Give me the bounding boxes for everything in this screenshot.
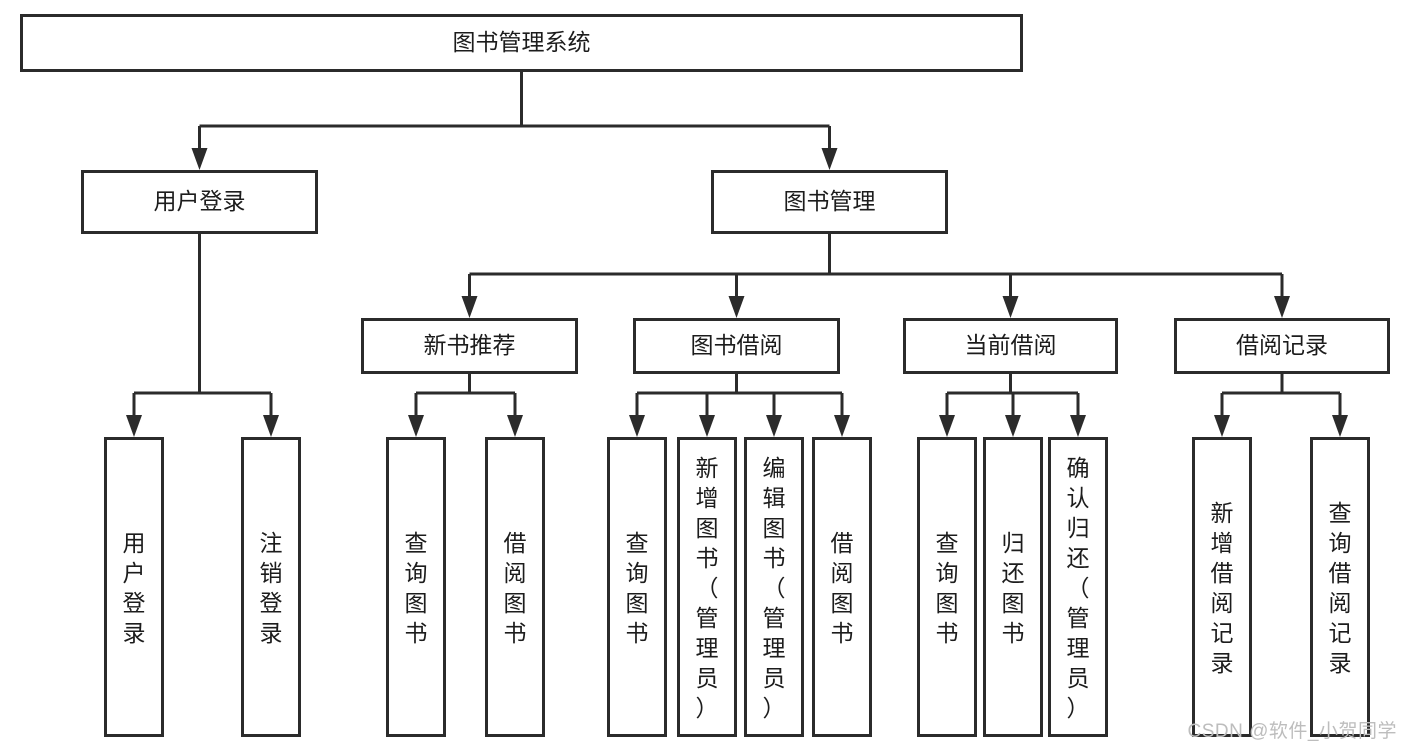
node-box-leaf-query-record [1310,437,1370,737]
node-leaf-borrow-book-2[interactable]: 借阅图书 [812,437,872,737]
node-label-leaf-add-book: 新增图书（管理员） [696,455,719,721]
node-login[interactable]: 用户登录 [81,170,318,234]
node-label-records: 借阅记录 [1236,332,1328,358]
node-label-leaf-query-book-1: 查询图书 [405,530,428,646]
node-box-records [1174,318,1390,374]
node-leaf-query-book-1[interactable]: 查询图书 [386,437,446,737]
node-leaf-return-book[interactable]: 归还图书 [983,437,1043,737]
node-leaf-user-login[interactable]: 用户登录 [104,437,164,737]
node-label-leaf-confirm-return: 确认归还（管理员） [1067,455,1090,721]
node-label-newbook: 新书推荐 [424,332,516,358]
node-label-current: 当前借阅 [965,332,1057,358]
node-root[interactable]: 图书管理系统 [20,14,1023,72]
node-label-root: 图书管理系统 [453,29,591,55]
node-box-leaf-query-book-3 [917,437,977,737]
node-borrow[interactable]: 图书借阅 [633,318,840,374]
node-box-leaf-add-record [1192,437,1252,737]
node-box-leaf-query-book-1 [386,437,446,737]
node-leaf-confirm-return[interactable]: 确认归还（管理员） [1048,437,1108,737]
node-box-leaf-borrow-book-2 [812,437,872,737]
node-label-bookmgmt: 图书管理 [784,188,876,214]
node-label-borrow: 图书借阅 [691,332,783,358]
node-label-leaf-user-login: 用户登录 [123,530,146,646]
connector-layer [126,72,1348,437]
node-box-current [903,318,1118,374]
node-box-leaf-query-book-2 [607,437,667,737]
node-box-leaf-user-logout [241,437,301,737]
node-bookmgmt[interactable]: 图书管理 [711,170,948,234]
node-label-leaf-query-book-3: 查询图书 [936,530,959,646]
node-box-login [81,170,318,234]
node-box-borrow [633,318,840,374]
node-leaf-user-logout[interactable]: 注销登录 [241,437,301,737]
node-label-login: 用户登录 [154,188,246,214]
node-box-bookmgmt [711,170,948,234]
node-box-newbook [361,318,578,374]
node-leaf-edit-book[interactable]: 编辑图书（管理员） [744,437,804,737]
node-leaf-add-book[interactable]: 新增图书（管理员） [677,437,737,737]
node-label-leaf-borrow-book-1: 借阅图书 [504,530,527,646]
node-leaf-add-record[interactable]: 新增借阅记录 [1192,437,1252,737]
node-leaf-borrow-book-1[interactable]: 借阅图书 [485,437,545,737]
node-label-leaf-edit-book: 编辑图书（管理员） [763,455,786,721]
node-records[interactable]: 借阅记录 [1174,318,1390,374]
node-box-leaf-user-login [104,437,164,737]
node-label-leaf-borrow-book-2: 借阅图书 [831,530,854,646]
node-label-leaf-add-record: 新增借阅记录 [1211,500,1234,676]
node-leaf-query-record[interactable]: 查询借阅记录 [1310,437,1370,737]
node-label-leaf-user-logout: 注销登录 [260,530,283,646]
node-layer: 图书管理系统用户登录图书管理新书推荐图书借阅当前借阅借阅记录用户登录注销登录查询… [20,14,1390,737]
node-box-leaf-return-book [983,437,1043,737]
node-box-leaf-confirm-return [1048,437,1108,737]
node-box-leaf-edit-book [744,437,804,737]
node-leaf-query-book-3[interactable]: 查询图书 [917,437,977,737]
node-label-leaf-query-record: 查询借阅记录 [1329,500,1352,676]
node-box-root [20,14,1023,72]
node-label-leaf-return-book: 归还图书 [1002,530,1025,646]
node-box-leaf-add-book [677,437,737,737]
node-newbook[interactable]: 新书推荐 [361,318,578,374]
node-leaf-query-book-2[interactable]: 查询图书 [607,437,667,737]
node-label-leaf-query-book-2: 查询图书 [626,530,649,646]
node-current[interactable]: 当前借阅 [903,318,1118,374]
node-box-leaf-borrow-book-1 [485,437,545,737]
